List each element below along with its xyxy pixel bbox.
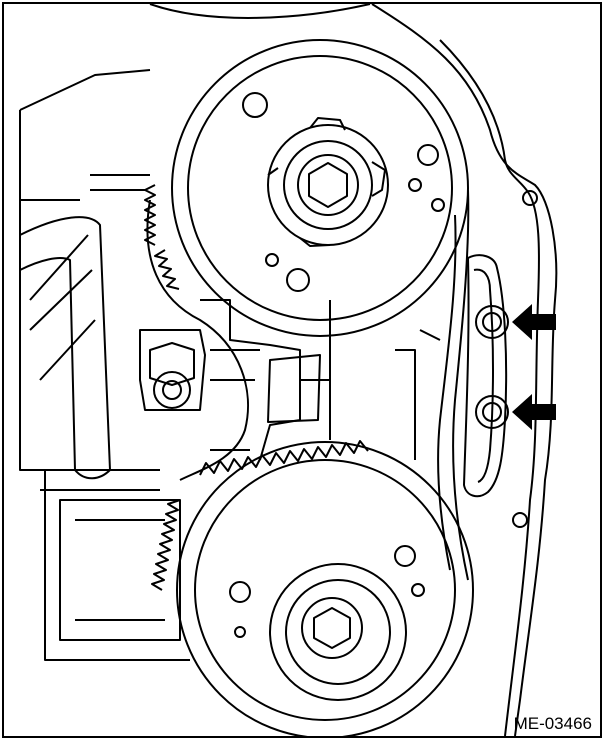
chain-left-strand [146, 199, 249, 481]
upper-hole [417, 144, 439, 166]
housing-outline [149, 4, 558, 736]
chain-right-strand-inner [437, 214, 457, 571]
lower-sprocket-face [194, 459, 456, 721]
lower-guide-bolt [475, 395, 509, 429]
upper-sprocket-teeth [144, 184, 180, 290]
lower-hub-inner [301, 597, 363, 659]
center-guide [267, 354, 321, 423]
housing-bolt-hole [522, 190, 538, 206]
lower-sprocket-teeth [151, 440, 369, 591]
upper-hub-keys [267, 117, 386, 247]
lower-hole [394, 545, 416, 567]
tensioner-bolt-body [139, 329, 206, 411]
lower-hole [411, 583, 425, 597]
upper-guide-bolt-center [482, 312, 502, 332]
left-bracket [19, 69, 190, 661]
upper-sprocket-face [187, 55, 453, 321]
upper-hub-outer [267, 124, 389, 246]
upper-hole [242, 92, 268, 118]
upper-hole [408, 178, 422, 192]
tensioner-bolt-head [153, 371, 191, 409]
tensioner-bolt-hex [149, 342, 195, 386]
chain-right-strand [452, 189, 470, 581]
upper-guide-bolt [475, 305, 509, 339]
upper-hub-bolt-hex [308, 162, 348, 208]
lower-sprocket-rim [176, 441, 474, 736]
housing-inner-outline [439, 39, 540, 736]
lower-hole [229, 581, 251, 603]
housing-bolt-hole [512, 512, 528, 528]
upper-sprocket-rim [171, 39, 469, 337]
chain-guide-inner [473, 268, 494, 483]
chain-guide [463, 254, 508, 498]
lower-hole [234, 626, 246, 638]
upper-hole [265, 253, 279, 267]
figure-code: ME-03466 [513, 714, 592, 733]
upper-hub-inner [297, 154, 359, 216]
upper-hole [286, 268, 310, 292]
middle-bracket [200, 299, 331, 461]
arrow-left-icon [512, 394, 556, 430]
lower-hub-mid [285, 579, 391, 685]
upper-hole [431, 198, 445, 212]
detail-lines [40, 174, 441, 491]
left-bracket-detail [59, 499, 181, 641]
diagram-frame [2, 2, 602, 738]
tensioner-lever [19, 216, 111, 480]
tensioner-lever-inner [29, 234, 96, 381]
upper-hub-mid [283, 140, 373, 230]
tensioner-bolt-center [162, 380, 182, 400]
lower-hub-bolt-hex [313, 607, 351, 649]
arrow-left-icon [512, 304, 556, 340]
lower-guide-bolt-center [482, 402, 502, 422]
lower-hub-outer [269, 563, 407, 701]
